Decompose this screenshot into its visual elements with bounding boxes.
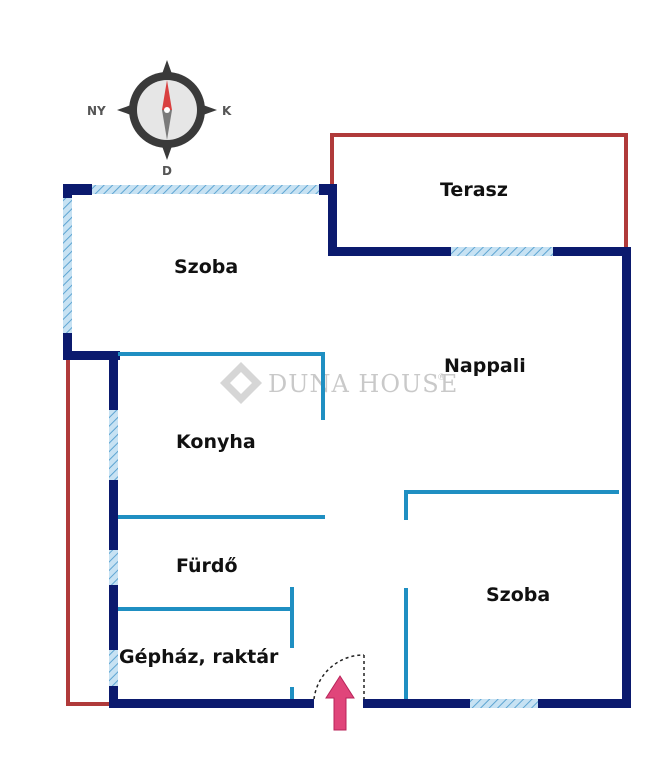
compass-east-label: K [222, 104, 232, 118]
room-label-szoba-bottom: Szoba [486, 584, 550, 606]
window-bath [109, 550, 118, 585]
room-label-szoba-top: Szoba [174, 256, 238, 278]
entrance-door [313, 654, 365, 700]
balcony-outline [66, 355, 112, 706]
compass-icon [117, 60, 217, 160]
room-label-nappali: Nappali [444, 355, 526, 377]
watermark: DUNA HOUSE ® [220, 362, 458, 404]
watermark-text: DUNA HOUSE [268, 370, 458, 398]
terrace-outline [330, 133, 628, 250]
window-bottom [470, 699, 538, 708]
room-label-terasz: Terasz [440, 179, 508, 201]
inner-walls [118, 352, 619, 699]
windows [63, 185, 553, 708]
watermark-logo-icon [220, 362, 262, 404]
window-terrace [451, 247, 553, 256]
watermark-mark: ® [437, 373, 446, 383]
window-top [92, 185, 319, 194]
window-left [63, 198, 72, 333]
room-label-gephaz: Gépház, raktár [119, 646, 279, 668]
compass-west-label: NY [87, 104, 106, 118]
compass-south-label: D [162, 164, 172, 178]
window-kitchen [109, 410, 118, 480]
outer-walls [63, 184, 631, 708]
room-label-furdo: Fürdő [176, 555, 238, 577]
window-storage [109, 650, 118, 686]
room-label-konyha: Konyha [176, 431, 256, 453]
entrance-arrow-icon [325, 675, 355, 731]
